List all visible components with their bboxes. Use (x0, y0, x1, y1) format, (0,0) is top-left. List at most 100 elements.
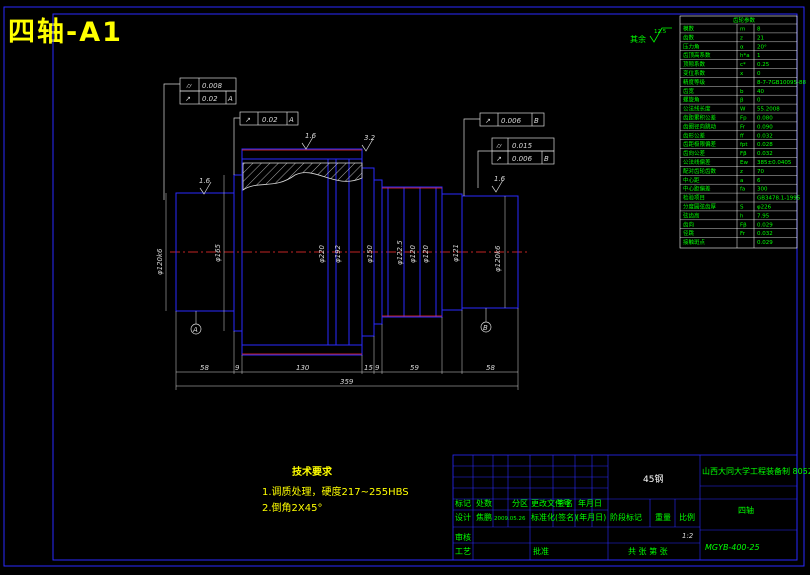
param-cell: 齿顶高系数 (683, 51, 711, 59)
tol-value-3: 0.02 (262, 116, 278, 124)
param-cell: W (740, 107, 746, 113)
tol-datum-4: B (534, 117, 539, 125)
tb-design-name: 焦鹏 (476, 512, 492, 522)
tb-ratio: 比例 (679, 512, 695, 522)
tb-sheets: 共 张 第 张 (628, 546, 668, 556)
param-cell: 0.029 (757, 222, 773, 228)
param-cell: 0.032 (757, 133, 773, 139)
param-cell: 7.95 (757, 213, 770, 219)
param-cell: GB3478.1-1995 (757, 196, 801, 202)
technical-requirements: 技术要求 1.调质处理，硬度217~255HBS 2.倒角2X45° (262, 465, 409, 514)
tolerance-frame-top-left (163, 77, 237, 200)
param-cell: Fβ (740, 222, 747, 228)
param-cell: 0.032 (757, 231, 773, 237)
len-5: 9 (375, 364, 380, 372)
tolerance-frame-right-2 (477, 137, 555, 188)
roughness-2: 1.6 (305, 132, 317, 140)
outer-frame (3, 6, 805, 567)
datum-b-label: B (483, 324, 488, 332)
param-cell: 径跳 (683, 229, 695, 237)
tb-zone: 分区 (512, 499, 528, 508)
roughness-marks (199, 136, 504, 195)
len-total: 359 (340, 378, 354, 386)
dim-d8: φ120 (422, 244, 430, 263)
tb-stage: 阶段标记 (610, 512, 642, 522)
param-cell: z (740, 169, 743, 175)
param-cell: 弦齿高 (683, 211, 700, 219)
param-cell: 8-7-7GB10095-88 (757, 80, 806, 86)
runout-icon: ↗ (185, 95, 191, 103)
param-cell: 检验项目 (683, 194, 705, 202)
param-cell: 0.028 (757, 142, 773, 148)
len-2: 9 (235, 364, 240, 372)
len-3: 130 (296, 364, 310, 372)
param-cell: m (740, 27, 745, 33)
param-cell: 0.032 (757, 151, 773, 157)
param-cell: 模数 (683, 25, 695, 33)
param-cell: φ226 (757, 205, 772, 211)
dim-d5: φ150 (366, 244, 374, 263)
param-cell: α (740, 44, 744, 50)
runout-icon-2: ↗ (245, 116, 251, 124)
dim-d9: φ121 (452, 244, 460, 262)
param-cell: 接触斑点 (683, 238, 706, 246)
tb-change-doc: 更改文件号 (531, 498, 571, 508)
param-cell: Fr (740, 231, 746, 237)
param-cell: 40 (757, 89, 764, 95)
tol-value-5: 0.015 (512, 142, 533, 150)
param-cell: 中心距 (683, 176, 700, 184)
cylindricity-icon: ⌭ (496, 142, 502, 150)
param-cell: ff (740, 133, 744, 139)
surface-note-label: 其余 (630, 34, 646, 44)
param-cell: 1 (757, 53, 761, 59)
param-cell: 齿距极限偏差 (683, 140, 717, 148)
dim-d10: φ120k6 (494, 245, 502, 272)
param-cell: a (740, 178, 743, 184)
tb-process: 工艺 (455, 547, 471, 556)
tb-design: 设计 (455, 512, 471, 522)
param-cell: 齿向公差 (683, 149, 706, 157)
param-cell: 20° (757, 44, 767, 50)
param-cell: fa (740, 187, 745, 193)
param-cell: Fp (740, 116, 747, 122)
diameter-labels: φ120k6 φ165 φ220 φ192 φ150 φ122.5 φ120 φ… (156, 175, 506, 331)
tb-std: 标准化 (531, 512, 555, 522)
roughness-3: 3.2 (364, 134, 376, 142)
param-cell: 分度圆弦齿厚 (683, 203, 717, 211)
len-6: 59 (410, 364, 419, 372)
param-cell: 配对齿轮齿数 (683, 167, 717, 175)
param-cell: 变位系数 (683, 69, 706, 77)
tol-value-2: 0.02 (202, 95, 218, 103)
param-cell: Fr (740, 124, 746, 130)
runout-icon-4: ↗ (496, 155, 502, 163)
datum-marker-a: A (190, 311, 202, 335)
length-dimension-lines (175, 308, 519, 390)
datum-marker-b: B (480, 308, 492, 333)
surface-roughness-note: 其余 12.5 (630, 27, 672, 44)
tol-datum-2: A (227, 95, 233, 103)
flatness-icon: ⌭ (186, 82, 192, 90)
param-cell: S (740, 205, 744, 211)
roughness-1: 1.6 (199, 177, 211, 185)
param-cell: 齿宽 (683, 87, 695, 95)
param-cell: 0.090 (757, 124, 773, 130)
param-cell: 压力角 (683, 42, 700, 50)
tech-req-item-2: 2.倒角2X45° (262, 502, 322, 514)
tol-value-4: 0.006 (501, 117, 522, 125)
param-cell: 385±0.0405 (757, 160, 792, 166)
param-cell: 精度等级 (683, 78, 706, 86)
tech-req-title: 技术要求 (292, 465, 333, 478)
param-cell: 6 (757, 178, 761, 184)
tol-value-6: 0.006 (512, 155, 533, 163)
param-cell: 公法线长度 (683, 105, 711, 113)
len-7: 58 (486, 364, 495, 372)
tol-value-1: 0.008 (202, 82, 223, 90)
roughness-4: 1.6 (494, 175, 506, 183)
dim-d3: φ220 (318, 244, 326, 263)
param-cell: 顶隙系数 (683, 60, 706, 68)
param-table-title: 齿轮参数 (733, 16, 756, 24)
param-cell: 齿距累积公差 (683, 114, 717, 122)
tech-req-item-1: 1.调质处理，硬度217~255HBS (262, 485, 409, 498)
title-block: 标记 处数 分区 更改文件号 签名 年月日 设计 焦鹏 2009.05.26 标… (452, 454, 810, 561)
